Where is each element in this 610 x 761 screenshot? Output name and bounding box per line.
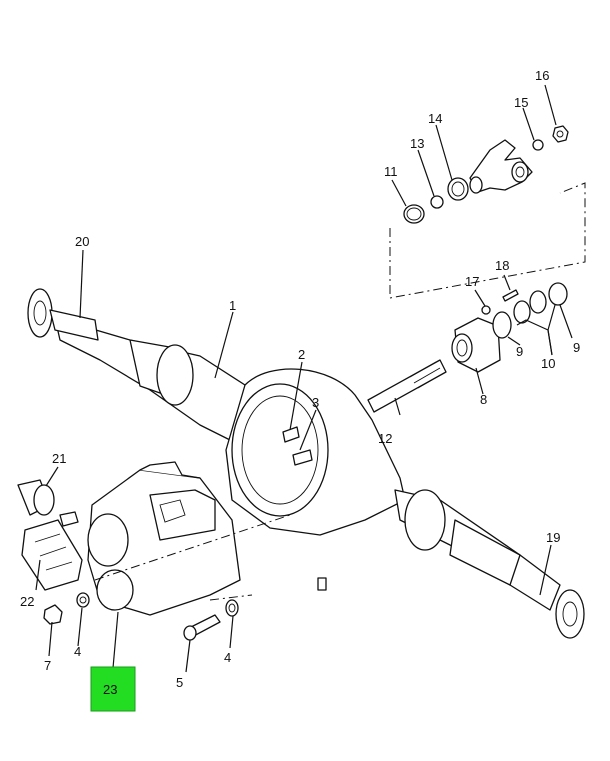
callout-4-right: 4 xyxy=(224,650,231,665)
callout-21: 21 xyxy=(52,451,66,466)
callout-10: 10 xyxy=(541,356,555,371)
callouts: 20 1 2 3 21 22 7 4 5 4 23 19 12 8 9 10 9… xyxy=(20,68,580,697)
callout-20: 20 xyxy=(75,234,89,249)
yoke-assembly xyxy=(389,125,586,299)
callout-9-left: 9 xyxy=(516,344,523,359)
pinion-assembly xyxy=(367,282,568,413)
callout-23: 23 xyxy=(103,682,117,697)
callout-2: 2 xyxy=(298,347,305,362)
callout-16: 16 xyxy=(535,68,549,83)
callout-1: 1 xyxy=(229,298,236,313)
callout-8: 8 xyxy=(480,392,487,407)
callout-5: 5 xyxy=(176,675,183,690)
highlight-box[interactable] xyxy=(90,666,136,712)
loose-parts xyxy=(17,479,239,641)
callout-7: 7 xyxy=(44,658,51,673)
carrier-assembly xyxy=(87,461,291,616)
callout-3: 3 xyxy=(312,395,319,410)
callout-15: 15 xyxy=(514,95,528,110)
callout-13: 13 xyxy=(410,136,424,151)
callout-22: 22 xyxy=(20,594,34,609)
callout-4-left: 4 xyxy=(74,644,81,659)
callout-18: 18 xyxy=(495,258,509,273)
leader-lines xyxy=(35,84,573,673)
axle-housing xyxy=(27,288,585,639)
callout-9-right: 9 xyxy=(573,340,580,355)
callout-17: 17 xyxy=(465,274,479,289)
callout-14: 14 xyxy=(428,111,442,126)
callout-19: 19 xyxy=(546,530,560,545)
callout-11: 11 xyxy=(384,164,398,179)
callout-12: 12 xyxy=(378,431,392,446)
